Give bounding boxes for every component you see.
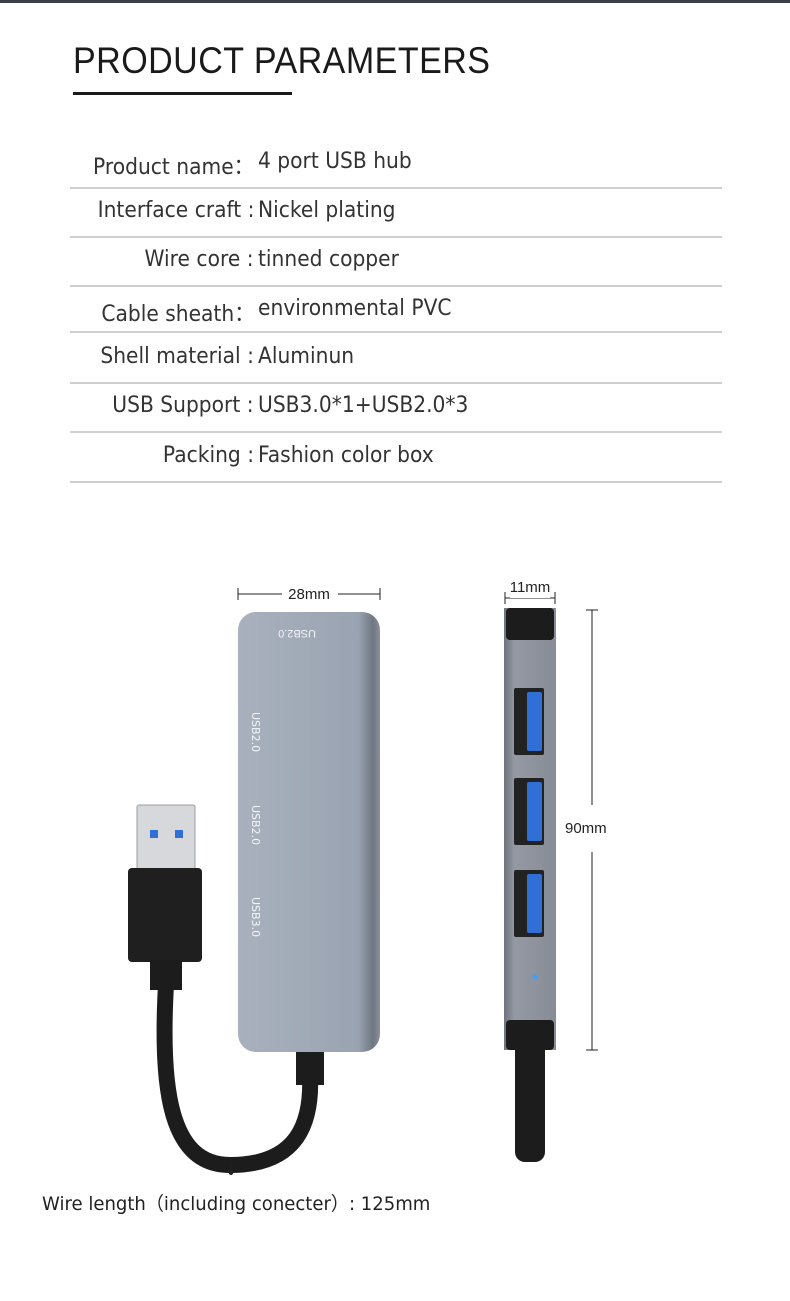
param-value: USB3.0*1+USB2.0*3 <box>258 393 469 418</box>
title-underline <box>73 92 292 95</box>
param-label: Packing : <box>162 443 254 468</box>
wire-length-caption: Wire length（including conecter）: 125mm <box>42 1193 431 1215</box>
usb-port <box>514 688 544 755</box>
led-indicator <box>532 974 538 980</box>
param-row-cable-sheath: Cable sheath：environmental PVC <box>70 285 722 333</box>
param-row-shell-material: Shell material :Aluminun <box>70 333 722 384</box>
port-label: USB2.0 <box>278 627 316 639</box>
param-label: Interface craft : <box>97 198 254 223</box>
param-value: Nickel plating <box>258 198 396 223</box>
port-label: USB2.0 <box>249 805 262 845</box>
param-value: Aluminun <box>258 344 355 369</box>
thickness-dimension: 11mm <box>510 579 551 596</box>
param-row-packing: Packing :Fashion color box <box>70 432 722 483</box>
usb-plug-metal <box>136 804 196 872</box>
param-label: Cable sheath： <box>100 302 254 327</box>
param-value: Fashion color box <box>258 443 434 468</box>
param-row-wire-core: Wire core :tinned copper <box>70 236 722 287</box>
param-row-interface-craft: Interface craft :Nickel plating <box>70 187 722 238</box>
param-row-product-name: Product name：4 port USB hub <box>70 138 722 189</box>
param-value: 4 port USB hub <box>258 149 412 174</box>
param-value: environmental PVC <box>258 296 452 321</box>
param-label: USB Support : <box>112 393 254 418</box>
port-label: USB3.0 <box>249 897 262 937</box>
page-title: PRODUCT PARAMETERS <box>73 40 491 81</box>
param-label: Wire core : <box>144 247 254 272</box>
length-dimension: 90mm <box>565 820 607 837</box>
usb-plug-body <box>128 868 202 962</box>
hub-front-view <box>238 612 380 1052</box>
usb-cable <box>156 984 319 1174</box>
param-label: Shell material : <box>100 344 254 369</box>
width-dimension: 28mm <box>288 586 330 603</box>
param-value: tinned copper <box>258 247 399 272</box>
param-label: Product name： <box>93 155 254 180</box>
param-row-usb-support: USB Support :USB3.0*1+USB2.0*3 <box>70 382 722 433</box>
usb-port <box>514 778 544 845</box>
port-label: USB2.0 <box>249 712 262 752</box>
top-border <box>0 0 790 3</box>
usb-port <box>514 870 544 937</box>
side-cable <box>515 1040 545 1162</box>
